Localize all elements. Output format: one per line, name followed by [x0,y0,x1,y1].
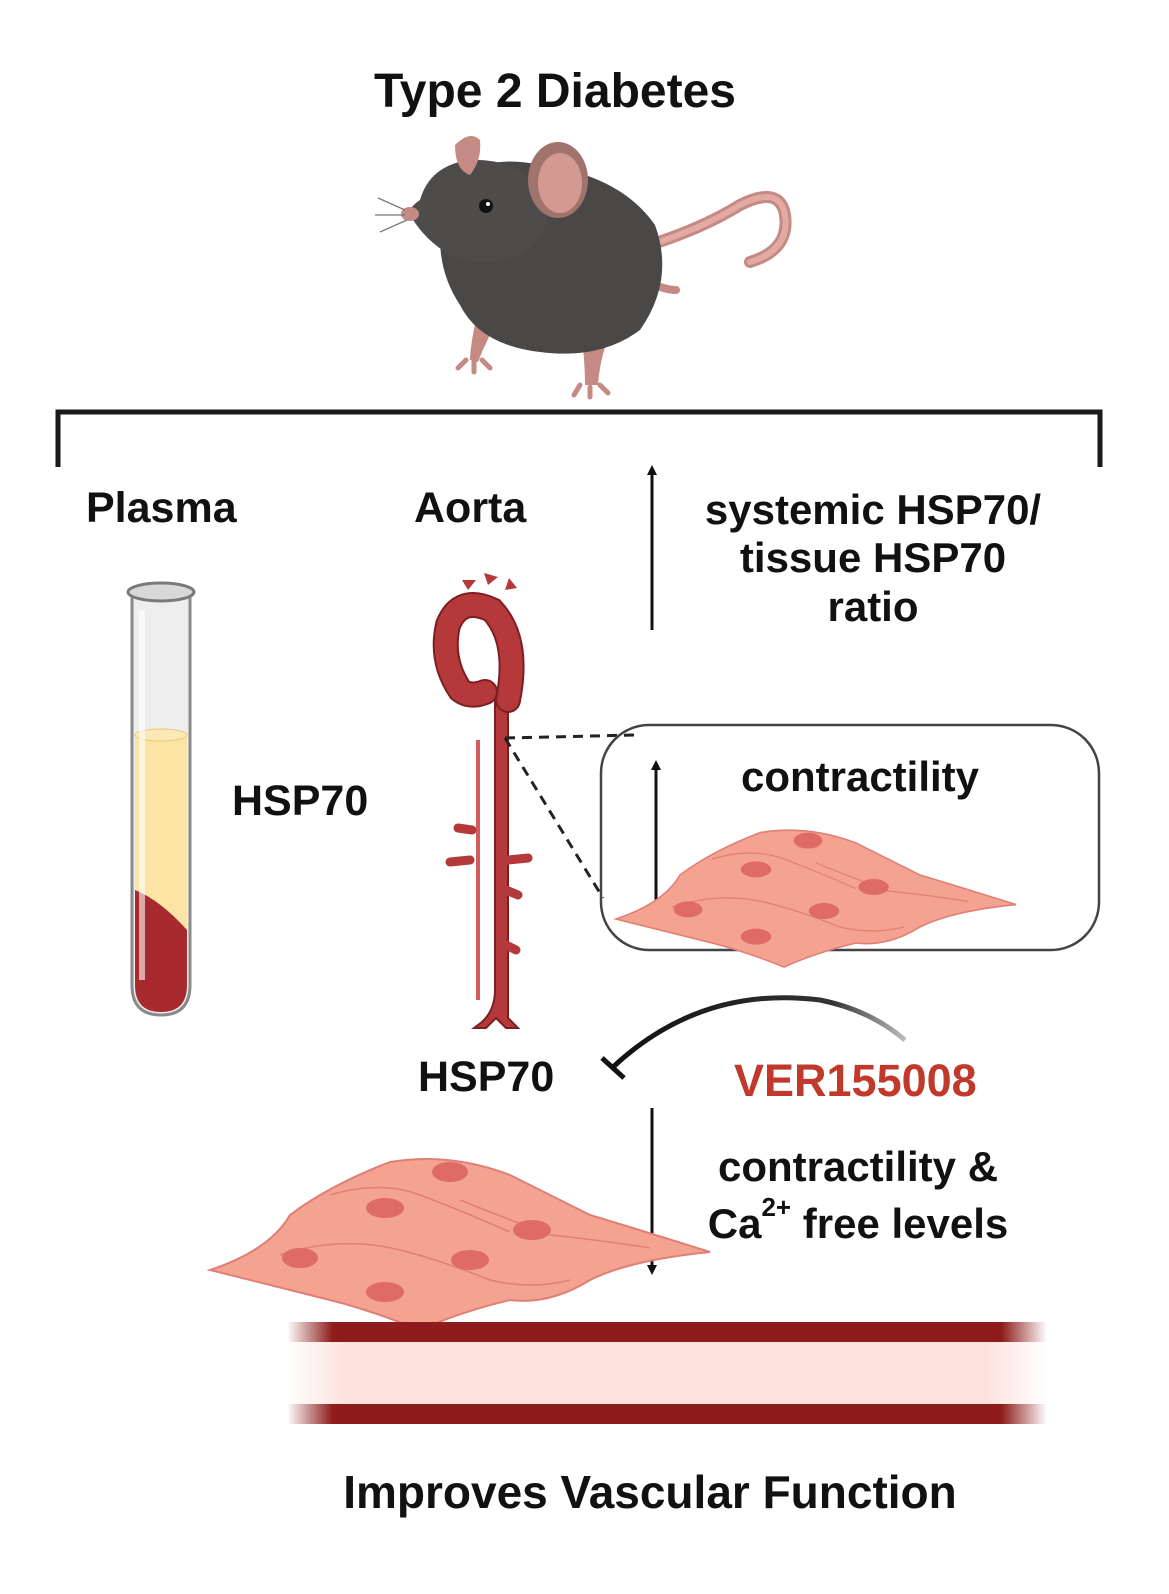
calcium-symbol: Ca [707,1200,762,1248]
plasma-hsp70-label: HSP70 [232,777,369,825]
aorta-illustration [432,573,533,1029]
mouse-illustration [375,136,792,400]
decrease-line-2: Ca2+ free levels [668,1192,1048,1248]
aorta-label: Aorta [414,484,527,532]
decrease-text: contractility & Ca2+ free levels [668,1143,1048,1249]
blood-tube-illustration [126,581,196,1017]
ratio-line-1: systemic HSP70/ [704,486,1042,533]
aorta-hsp70-label: HSP70 [418,1053,555,1101]
free-levels-text: free levels [791,1200,1009,1248]
contractility-box [599,723,1101,952]
inhibition-arc [600,995,907,1080]
bracket-line [55,409,1103,467]
zoom-line-bottom [503,737,605,899]
blood-vessel-illustration [287,1322,1047,1424]
ratio-line-3: ratio [827,582,919,630]
zoom-line-top [504,733,637,740]
outcome-label: Improves Vascular Function [343,1466,957,1518]
ratio-text: systemic HSP70/ tissue HSP70 ratio [668,486,1078,631]
calcium-charge: 2+ [761,1192,792,1223]
plasma-label: Plasma [86,484,237,532]
box-contractility-label: contractility [740,753,980,800]
smooth-muscle-cells-lower [209,1157,711,1331]
smooth-muscle-cells-box [615,829,1017,968]
page-title: Type 2 Diabetes [374,65,736,118]
decrease-line-1: contractility & [717,1143,999,1190]
drug-label: VER155008 [734,1055,977,1106]
ratio-line-2: tissue HSP70 [739,534,1007,582]
